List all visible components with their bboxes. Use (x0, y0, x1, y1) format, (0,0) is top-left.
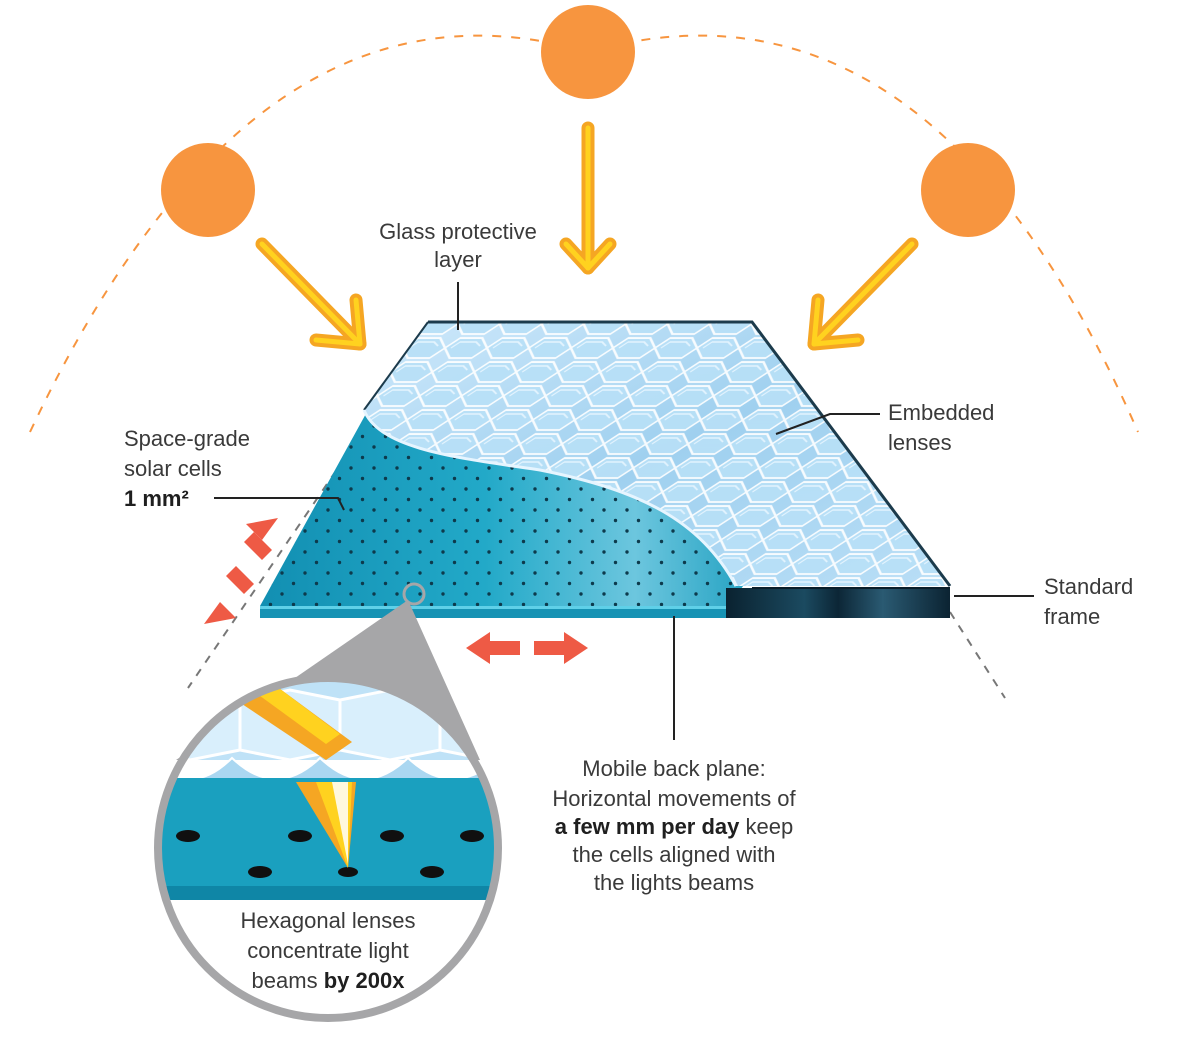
mobile-plane-label-line2: Horizontal movements of (552, 786, 796, 811)
panel-extension-right (949, 611, 1006, 699)
glass-layer-label-line2: layer (434, 247, 482, 272)
standard-frame-label: Standard (1044, 574, 1133, 599)
solar-cells-label: Space-grade (124, 426, 250, 451)
standard-frame (726, 587, 950, 618)
movement-arrow-horizontal-icon (466, 632, 588, 664)
mobile-plane-label: Mobile back plane: (582, 756, 765, 781)
solar-cells-label-line2: solar cells (124, 456, 222, 481)
solar-cells-size-label: 1 mm² (124, 486, 189, 511)
embedded-lenses-label: Embedded (888, 400, 994, 425)
light-ray-top-icon (559, 121, 617, 275)
glass-layer-label: Glass protective (379, 219, 537, 244)
embedded-lenses-label-line2: lenses (888, 430, 952, 455)
leader-lines (214, 282, 1034, 740)
light-ray-right-icon (807, 237, 919, 351)
sun-left-icon (161, 143, 255, 237)
light-ray-left-icon (255, 237, 367, 351)
sun-top-icon (541, 5, 635, 99)
glass-protective-layer (362, 320, 952, 587)
sun-right-icon (921, 143, 1015, 237)
mobile-plane-label-line5: the lights beams (594, 870, 754, 895)
standard-frame-label-line2: frame (1044, 604, 1100, 629)
movement-arrow-diagonal-icon (204, 518, 278, 624)
mobile-plane-label-line4: the cells aligned with (572, 842, 775, 867)
mobile-back-plane (260, 410, 760, 618)
mobile-plane-label-line3: a few mm per day keep (555, 814, 793, 839)
hex-lens-label: Hexagonal lenses (241, 908, 416, 933)
hex-lens-label-line3: beams by 200x (252, 968, 406, 993)
hex-lens-label-line2: concentrate light (247, 938, 408, 963)
